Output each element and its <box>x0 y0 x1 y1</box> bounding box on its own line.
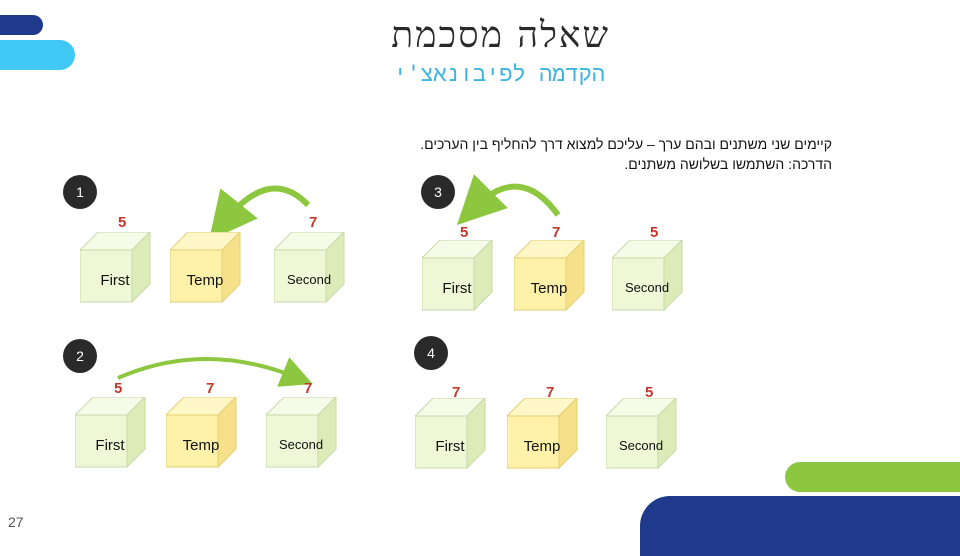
step-badge-4: 4 <box>414 336 448 370</box>
box-label: First <box>100 272 130 289</box>
box-label: Temp <box>530 280 568 297</box>
value-second: 7 <box>309 214 318 231</box>
slide-subtitle: הקדמה לפיבונאצ'י <box>393 62 605 87</box>
box-label: First <box>95 437 125 454</box>
step-badge-1: 1 <box>63 175 97 209</box>
arrow-step-1 <box>208 185 311 241</box>
variable-box-first: First <box>422 240 512 330</box>
value-second: 7 <box>304 380 313 397</box>
box-label: Second <box>618 438 664 453</box>
box-label: Temp <box>182 437 220 454</box>
variable-box-first: First <box>75 397 165 487</box>
value-second: 5 <box>650 224 659 241</box>
decor-bar-cyan <box>0 40 75 70</box>
description-line-1: קיימים שני משתנים ובהם ערך – עליכם למצוא… <box>420 136 832 152</box>
variable-box-temp: Temp <box>166 397 256 487</box>
value-temp: 7 <box>546 384 555 401</box>
variable-box-second: Second <box>606 398 696 488</box>
swap-arrows <box>117 174 561 387</box>
variable-box-first: First <box>80 232 170 322</box>
variable-box-temp: Temp <box>507 398 597 488</box>
description-line-2: הדרכה: השתמשו בשלושה משתנים. <box>624 156 832 172</box>
box-label: Temp <box>523 438 561 455</box>
value-temp: 7 <box>552 224 561 241</box>
variable-box-temp: Temp <box>514 240 604 330</box>
box-label: First <box>435 438 465 455</box>
slide-title: שאלה מסכמת <box>391 15 610 56</box>
variable-box-second: Second <box>266 397 356 487</box>
step-badge-3: 3 <box>421 175 455 209</box>
value-first: 5 <box>118 214 127 231</box>
variable-box-temp: Temp <box>170 232 260 322</box>
value-first: 5 <box>114 380 123 397</box>
decor-bar-navy <box>0 15 43 35</box>
page-number: 27 <box>8 514 24 530</box>
variable-box-second: Second <box>612 240 702 330</box>
value-first: 5 <box>460 224 469 241</box>
value-second: 5 <box>645 384 654 401</box>
variable-box-second: Second <box>274 232 364 322</box>
box-label: First <box>442 280 472 297</box>
value-temp: 7 <box>206 380 215 397</box>
box-label: Second <box>624 280 670 295</box>
box-label: Second <box>286 272 332 287</box>
box-label: Temp <box>186 272 224 289</box>
variable-box-first: First <box>415 398 505 488</box>
value-first: 7 <box>452 384 461 401</box>
box-label: Second <box>278 437 324 452</box>
step-badge-2: 2 <box>63 339 97 373</box>
arrow-step-2 <box>117 357 313 387</box>
decor-bar-green <box>785 462 960 492</box>
arrow-step-3 <box>457 174 561 225</box>
